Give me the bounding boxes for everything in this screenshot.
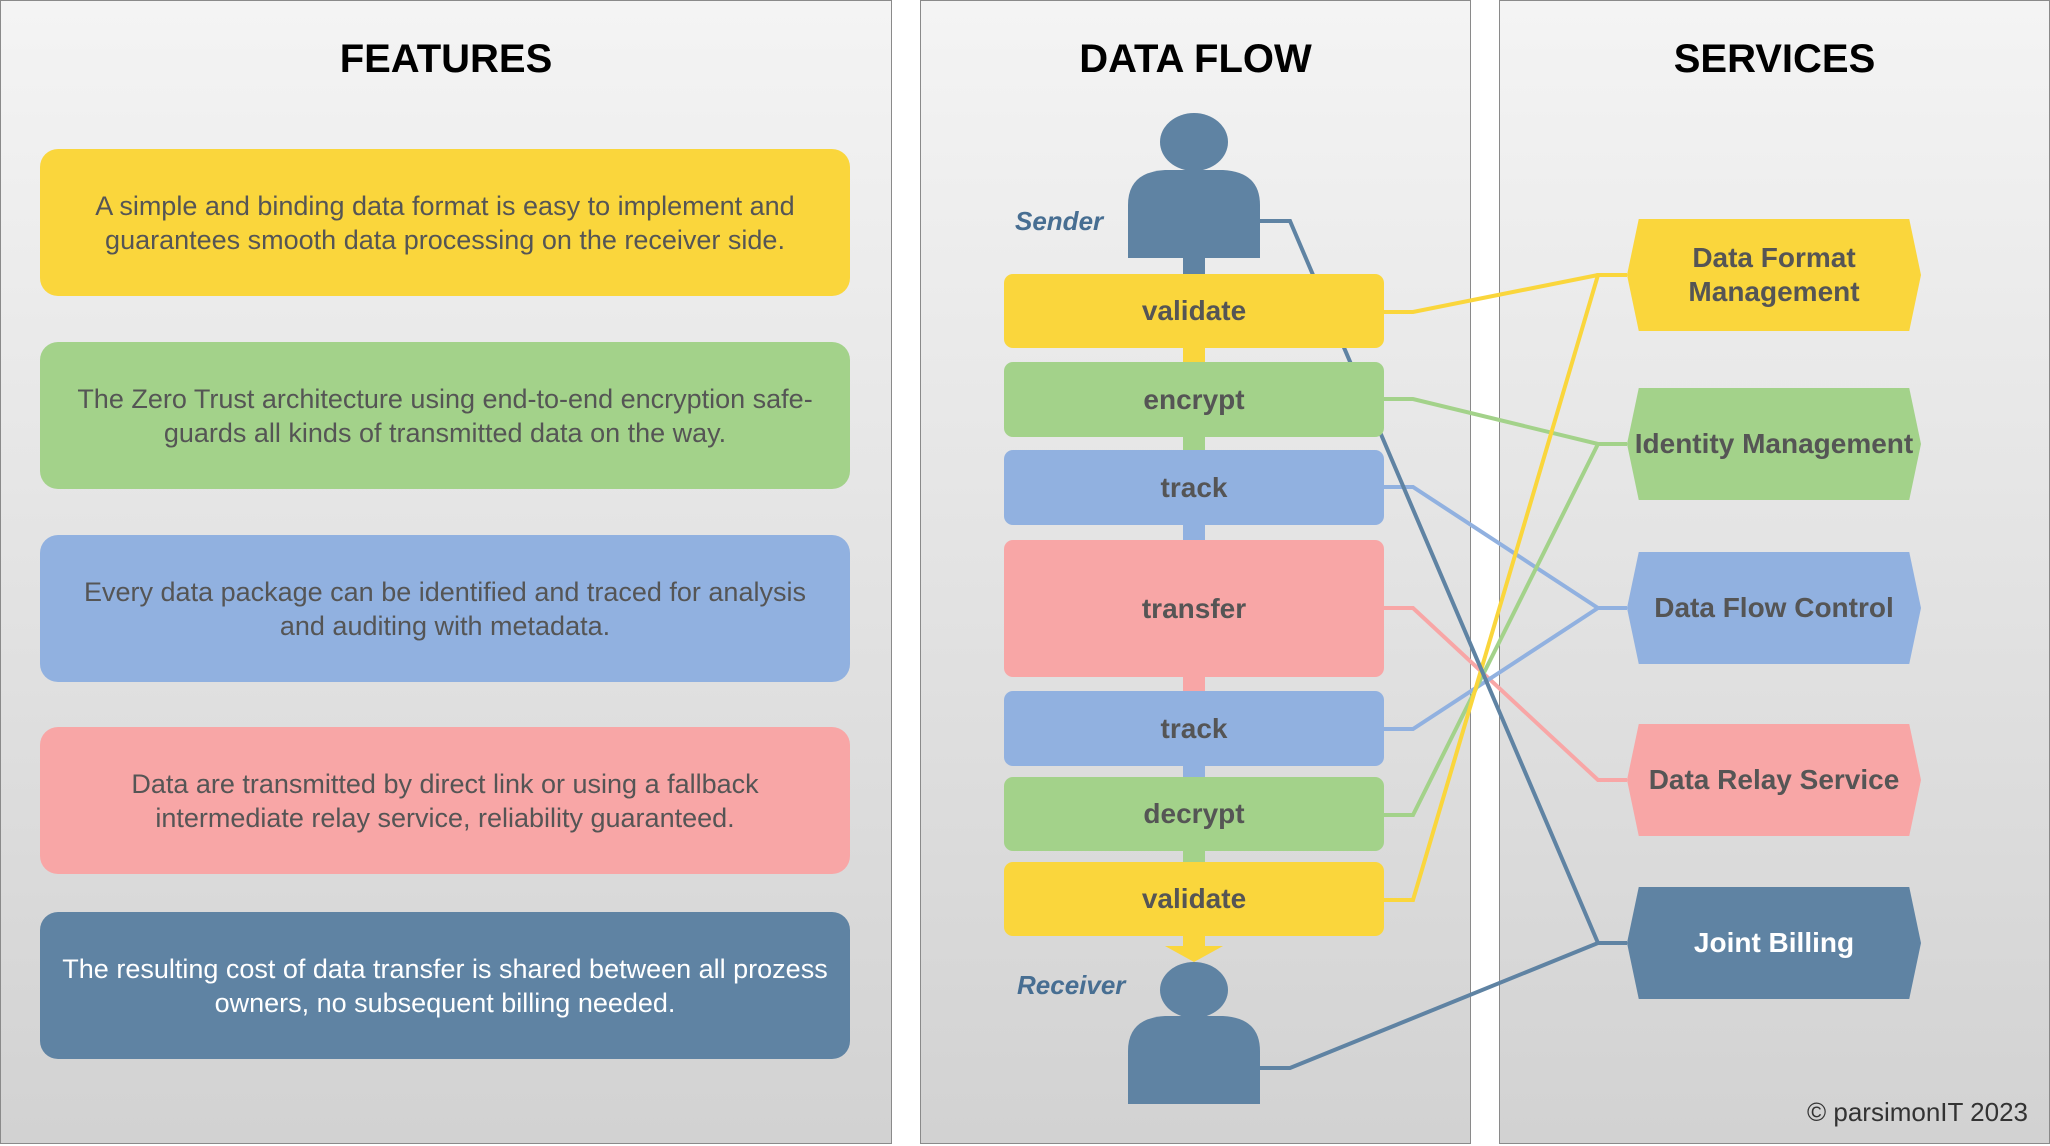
service-joint-billing: Joint Billing (1627, 887, 1921, 999)
step-validate-receive: validate (1004, 862, 1384, 936)
receiver-label: Receiver (1017, 970, 1126, 1000)
step-validate-send: validate (1004, 274, 1384, 348)
service-data-format-management: Data Format Management (1627, 219, 1921, 331)
sender-label: Sender (1015, 206, 1104, 236)
step-encrypt: encrypt (1004, 362, 1384, 437)
step-decrypt: decrypt (1004, 777, 1384, 851)
service-data-relay: Data Relay Service (1627, 724, 1921, 836)
step-transfer: transfer (1004, 540, 1384, 677)
features-title: FEATURES (339, 37, 553, 81)
connector-track2-flowcontrol (1384, 606, 1627, 731)
service-identity-management: Identity Management (1627, 388, 1921, 500)
connector-decrypt-identity (1384, 442, 1627, 817)
services-title: SERVICES (1673, 37, 1876, 81)
feature-cost-sharing: The resulting cost of data transfer is s… (40, 912, 850, 1059)
connector-encrypt-identity (1384, 397, 1627, 446)
step-track-receive: track (1004, 691, 1384, 766)
arrow-validate-to-receiver (1165, 936, 1223, 962)
sender-person-icon (1128, 113, 1260, 258)
feature-transmission: Data are transmitted by direct link or u… (40, 727, 850, 874)
copyright-notice: © parsimonIT 2023 (1806, 1097, 2028, 1127)
connector-validate2-format (1384, 273, 1627, 902)
service-data-flow-control: Data Flow Control (1627, 552, 1921, 664)
feature-zero-trust: The Zero Trust architecture using end-to… (40, 342, 850, 489)
feature-data-format: A simple and binding data format is easy… (40, 149, 850, 296)
data-flow-title: DATA FLOW (1079, 37, 1312, 81)
feature-tracing: Every data package can be identified and… (40, 535, 850, 682)
service-connectors (1260, 219, 1627, 1070)
connector-transfer-relay (1384, 606, 1627, 782)
step-track-send: track (1004, 450, 1384, 525)
connector-receiver-billing (1260, 941, 1627, 1070)
receiver-person-icon (1128, 962, 1260, 1104)
